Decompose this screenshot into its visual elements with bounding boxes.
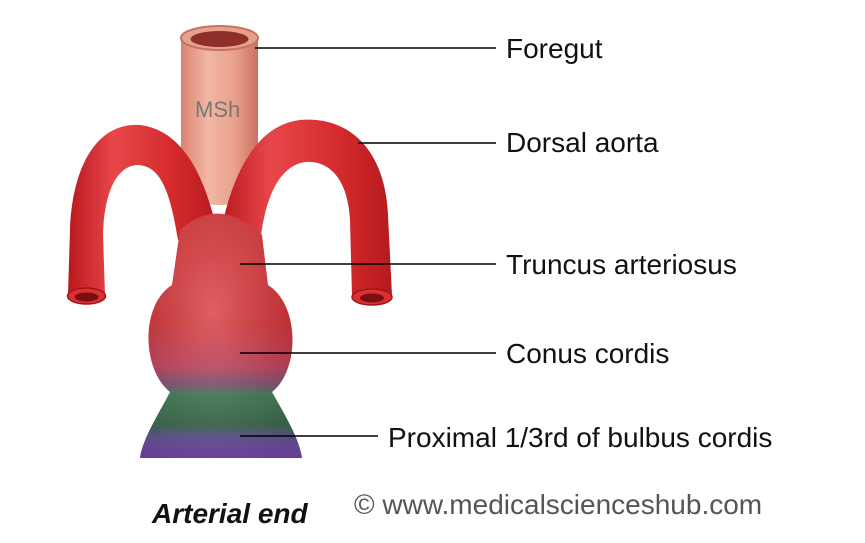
foregut-tube: [180, 25, 259, 205]
label-proximal-bulbus-cordis: Proximal 1/3rd of bulbus cordis: [388, 422, 773, 453]
left-dorsal-aorta: [66, 124, 219, 305]
foregut-marker: MSh: [195, 97, 240, 122]
leader-lines: [240, 47, 496, 437]
label-conus-cordis: Conus cordis: [506, 338, 670, 369]
label-foregut: Foregut: [506, 33, 603, 64]
label-truncus-arteriosus: Truncus arteriosus: [506, 249, 737, 280]
label-dorsal-aorta: Dorsal aorta: [506, 127, 659, 158]
copyright-watermark: © www.medicalscienceshub.com: [354, 489, 763, 520]
right-dorsal-aorta: [219, 119, 393, 306]
caption-arterial-end: Arterial end: [152, 498, 308, 529]
cardiac-tube-shading: [140, 213, 302, 458]
